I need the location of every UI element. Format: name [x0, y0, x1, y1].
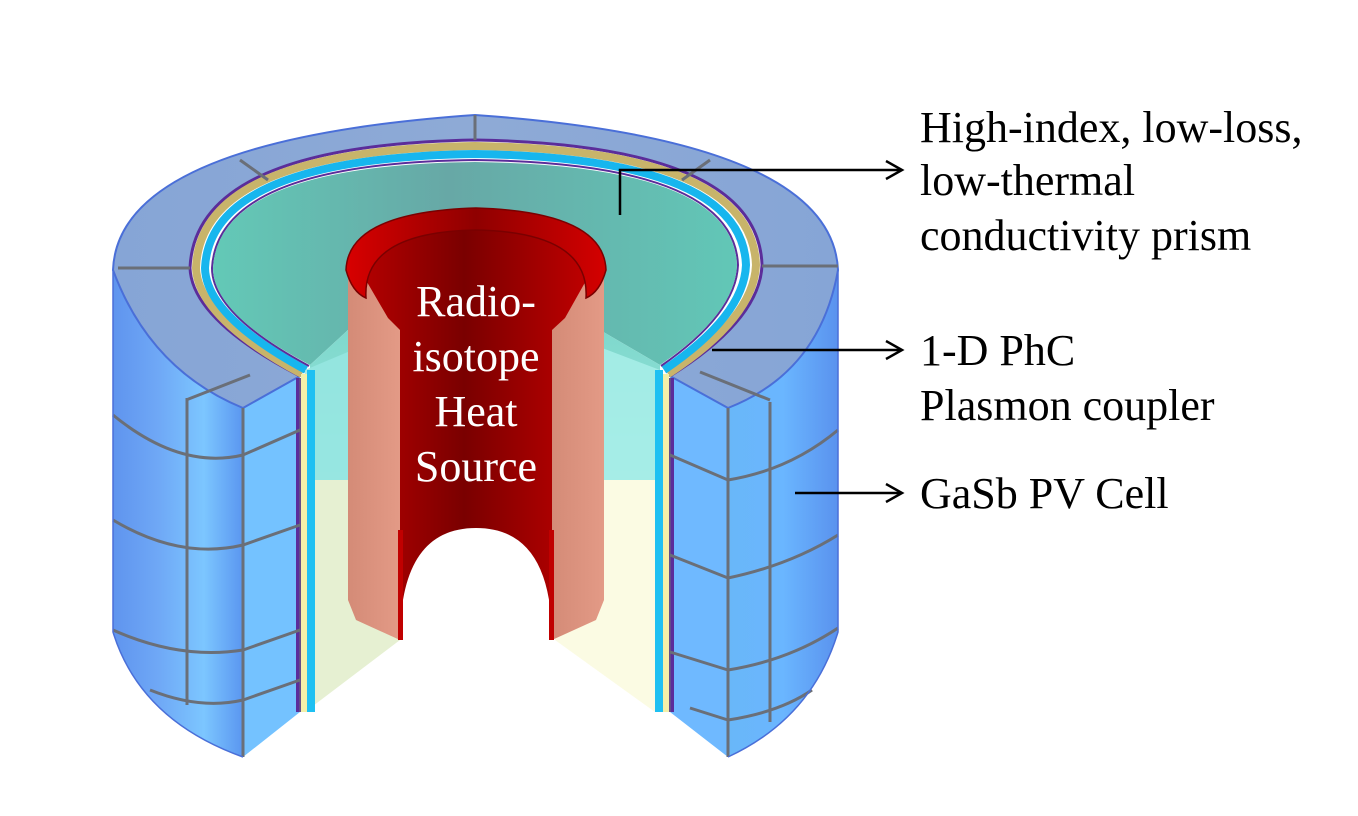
coupler-arrow [712, 339, 905, 361]
heat-source-label-line-3: Heat [434, 387, 517, 436]
coupler-cut-layers [296, 370, 674, 712]
callout-arrows [618, 159, 905, 504]
coupler-label: 1-D PhC Plasmon coupler [920, 326, 1215, 430]
prism-arrow [618, 159, 905, 215]
pv-cell-gridlines [112, 115, 839, 757]
prism-label-line-3: conductivity prism [920, 211, 1251, 260]
heat-source-cylinder [345, 207, 607, 640]
coupler-label-line-2: Plasmon coupler [920, 381, 1215, 430]
pv-cell-label: GaSb PV Cell [920, 469, 1169, 518]
coupler-label-line-1: 1-D PhC [920, 326, 1075, 375]
prism-label-line-2: low-thermal [920, 156, 1135, 205]
pv-cell-label-group: GaSb PV Cell [920, 469, 1169, 518]
prism-label: High-index, low-loss, low-thermal conduc… [920, 103, 1303, 260]
outer-outline [112, 270, 839, 758]
heat-source-label-line-4: Source [415, 442, 537, 491]
prism-label-line-1: High-index, low-loss, [920, 103, 1303, 152]
pv-cell-arrow [795, 482, 905, 504]
heat-source-label-line-2: isotope [412, 332, 539, 381]
heat-source-label: Radio- isotope Heat Source [412, 277, 539, 491]
heat-source-label-line-1: Radio- [416, 277, 536, 326]
